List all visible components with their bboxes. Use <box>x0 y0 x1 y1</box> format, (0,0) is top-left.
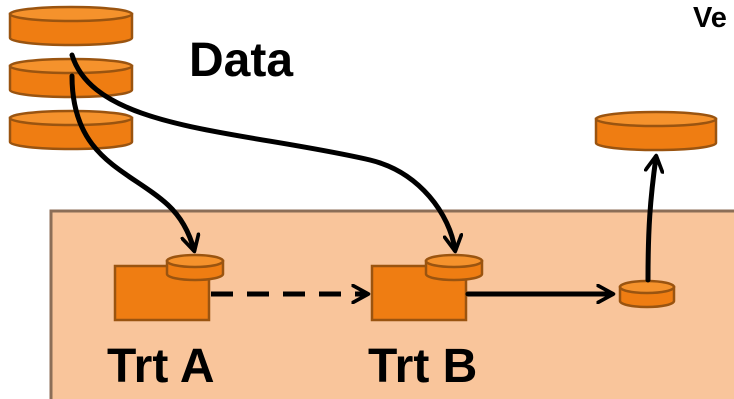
arrow-port-to-output-db <box>648 157 656 283</box>
trt-b-label: Trt B <box>368 340 477 393</box>
trt-b-input-port <box>424 253 484 282</box>
output-database-icon <box>594 110 718 152</box>
arrow-data-to-trt-b <box>69 52 455 250</box>
trt-a-module-icon <box>113 253 225 322</box>
data-label: Data <box>189 34 293 87</box>
arrow-data-to-trt-a <box>69 73 194 250</box>
output-port-icon <box>618 279 676 309</box>
trt-a-label: Trt A <box>107 340 215 393</box>
trt-a-input-port <box>165 253 225 282</box>
top-right-partial-label: Ve <box>693 2 727 34</box>
data-cylinder-3 <box>8 109 134 151</box>
data-database-stack-icon <box>8 5 134 151</box>
trt-b-module-icon <box>370 253 484 322</box>
data-cylinder-1 <box>8 5 134 47</box>
data-cylinder-2 <box>8 57 134 99</box>
